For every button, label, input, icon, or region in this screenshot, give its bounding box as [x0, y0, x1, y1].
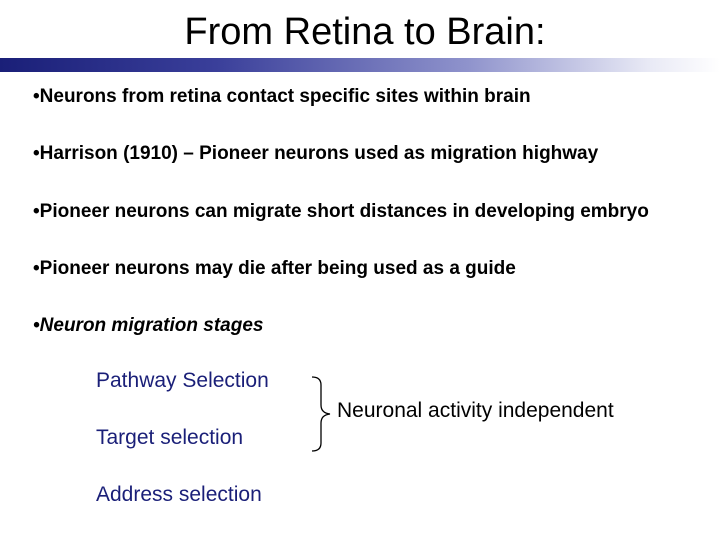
bullet-3: •Pioneer neurons can migrate short dista…: [33, 201, 649, 222]
stage-pathway-selection: Pathway Selection: [96, 369, 269, 392]
bullet-5: •Neuron migration stages: [33, 315, 264, 336]
bullet-4: •Pioneer neurons may die after being use…: [33, 258, 516, 279]
bullet-2: •Harrison (1910) – Pioneer neurons used …: [33, 143, 599, 164]
bullet-1: •Neurons from retina contact specific si…: [33, 86, 531, 107]
stage-address-selection: Address selection: [96, 483, 262, 506]
brace-label: Neuronal activity independent: [337, 399, 614, 422]
slide-title: From Retina to Brain:: [184, 11, 546, 53]
title-underline-bar: [0, 58, 720, 72]
stage-target-selection: Target selection: [96, 426, 244, 449]
right-brace-icon: [311, 376, 331, 452]
